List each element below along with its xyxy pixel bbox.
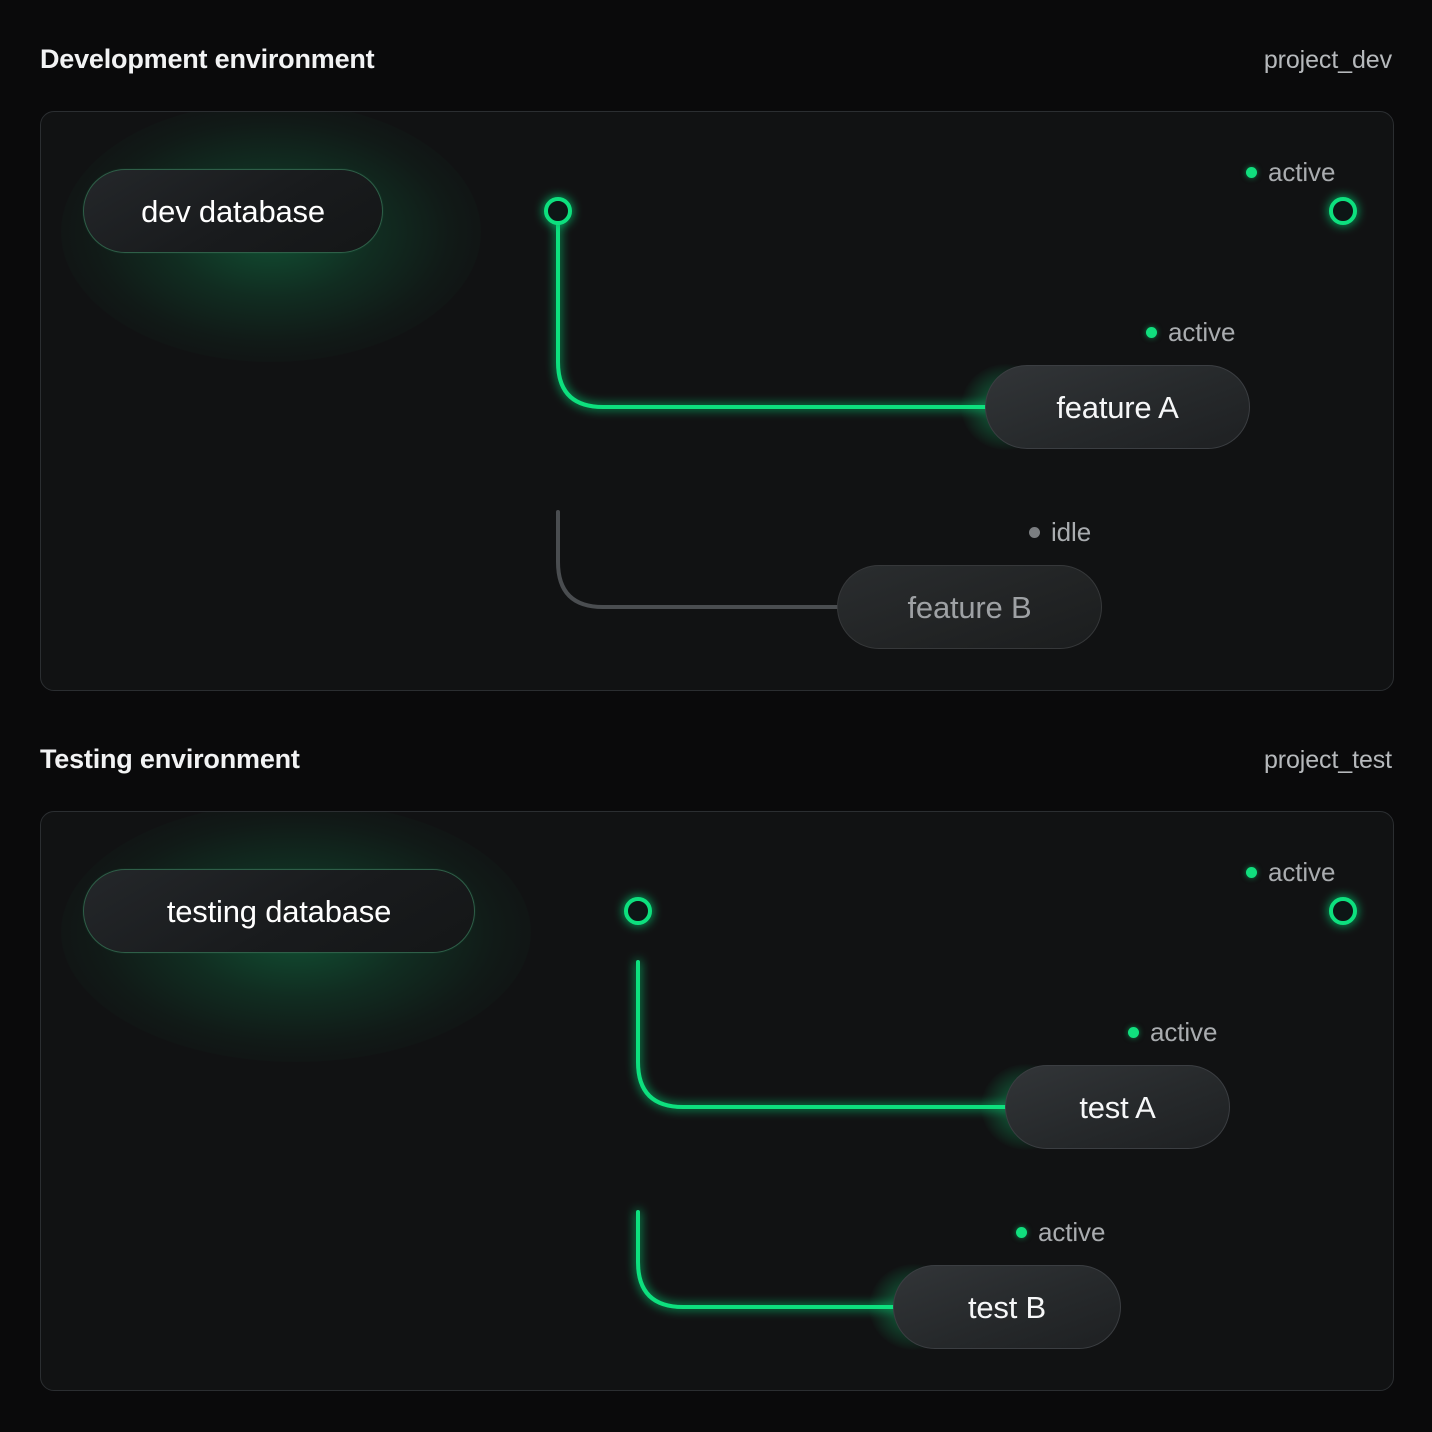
page-title-dev: Development environment <box>40 44 375 74</box>
status-label: active <box>1168 317 1236 347</box>
node-dev-database[interactable]: dev database <box>83 169 383 253</box>
connector-canvas-test <box>41 812 1393 1390</box>
node-label: test A <box>1079 1089 1156 1125</box>
connector-branch-feature-a <box>556 209 991 409</box>
status-dot-icon <box>1128 1026 1139 1038</box>
status-dot-icon <box>1029 526 1040 538</box>
status-label: active <box>1268 157 1336 187</box>
project-label-dev: project_dev <box>1263 46 1392 74</box>
node-label: feature A <box>1056 389 1179 425</box>
node-label: dev database <box>141 193 325 229</box>
node-testing-database[interactable]: testing database <box>83 869 475 953</box>
status-label: active <box>1038 1217 1106 1247</box>
node-label: test B <box>967 1289 1047 1325</box>
endpoint-node-test <box>1329 897 1357 925</box>
connector-canvas-dev <box>41 112 1393 690</box>
connector-branch-feature-b <box>556 510 843 609</box>
status-dot-icon <box>1016 1226 1027 1238</box>
status-dot-icon <box>1246 166 1257 178</box>
environment-panel-test: testing database active test A active te… <box>40 811 1394 1391</box>
node-feature-b[interactable]: feature B <box>837 565 1102 649</box>
status-dot-icon <box>1246 866 1257 878</box>
project-label-test: project_test <box>1263 746 1392 774</box>
node-feature-a[interactable]: feature A <box>985 365 1250 449</box>
status-test-a: active <box>1128 1019 1217 1045</box>
node-test-a[interactable]: test A <box>1005 1065 1230 1149</box>
status-label: idle <box>1051 517 1092 547</box>
node-label: testing database <box>166 893 392 929</box>
node-test-b[interactable]: test B <box>893 1265 1121 1349</box>
status-trunk-test: active <box>1246 859 1335 885</box>
status-dot-icon <box>1146 326 1157 338</box>
section-header-dev: Development environment project_dev <box>40 44 1392 75</box>
status-label: active <box>1150 1017 1218 1047</box>
section-header-test: Testing environment project_test <box>40 744 1392 775</box>
status-feature-a: active <box>1146 319 1235 345</box>
connector-branch-test-b <box>636 1210 899 1309</box>
junction-node-dev <box>544 197 572 225</box>
junction-node-test <box>624 897 652 925</box>
node-label: feature B <box>907 589 1032 625</box>
endpoint-node-dev <box>1329 197 1357 225</box>
page-title-test: Testing environment <box>40 744 300 774</box>
environment-panel-dev: dev database active feature A active fea… <box>40 111 1394 691</box>
status-label: active <box>1268 857 1336 887</box>
connector-branch-test-a <box>636 960 1011 1109</box>
status-feature-b: idle <box>1029 519 1091 545</box>
status-trunk-dev: active <box>1246 159 1335 185</box>
status-test-b: active <box>1016 1219 1105 1245</box>
